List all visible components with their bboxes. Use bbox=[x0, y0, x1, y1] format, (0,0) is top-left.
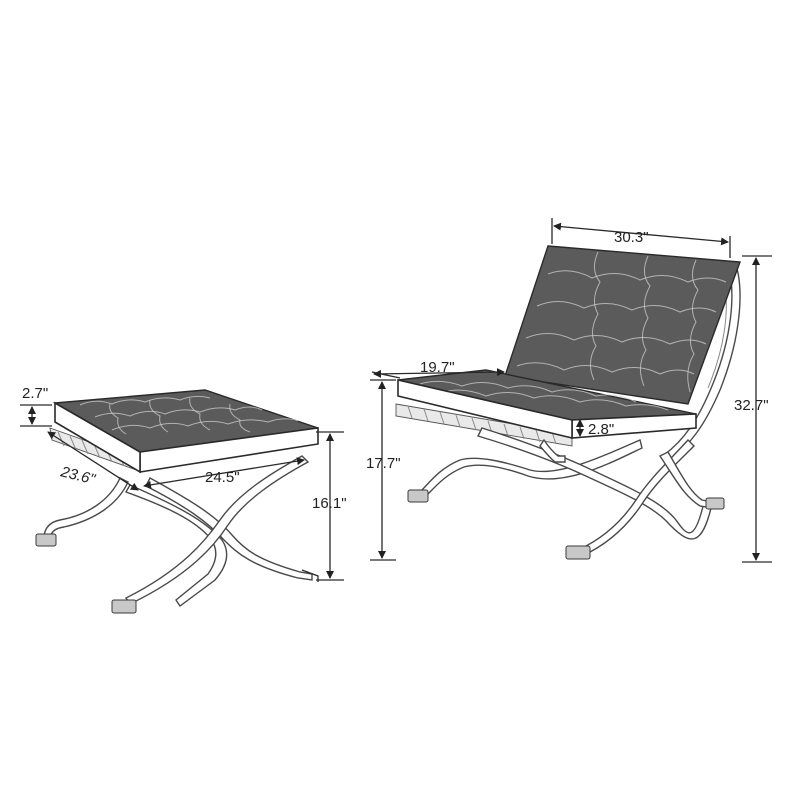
dim-chair-seat-cushion-height: 2.8" bbox=[576, 419, 614, 438]
dim-chair-seat-depth: 19.7" bbox=[371, 359, 505, 379]
chair-straps bbox=[395, 403, 573, 447]
label-ottoman-height: 16.1" bbox=[312, 495, 347, 512]
label-chair-width: 30.3" bbox=[614, 229, 649, 246]
chair-x-frame bbox=[407, 427, 725, 560]
dim-chair-width: 30.3" bbox=[551, 218, 731, 258]
label-chair-seat-depth: 19.7" bbox=[420, 359, 455, 376]
label-chair-seat-cushion-height: 2.8" bbox=[588, 421, 614, 438]
ottoman-x-frame bbox=[35, 455, 319, 614]
label-ottoman-width: 24.5" bbox=[205, 469, 240, 486]
label-ottoman-depth: 23.6" bbox=[58, 463, 97, 488]
chair-seat-left bbox=[397, 378, 573, 440]
label-ottoman-cushion-height: 2.7" bbox=[22, 385, 48, 402]
chair-seat-tufting bbox=[419, 380, 669, 411]
label-chair-seat-height: 17.7" bbox=[366, 455, 401, 472]
chair-back-tufting bbox=[516, 251, 727, 393]
dim-chair-seat-height: 17.7" bbox=[366, 379, 401, 561]
label-chair-total-height: 32.7" bbox=[734, 397, 769, 414]
dim-chair-total-height: 32.7" bbox=[734, 255, 772, 563]
dim-ottoman-width: 24.5" bbox=[143, 457, 305, 489]
chair-drawing: 30.3" 19.7" 2.8" 17.7" 32.7" bbox=[366, 218, 772, 563]
dim-ottoman-cushion-height: 2.7" bbox=[20, 385, 52, 427]
ottoman-tufting bbox=[79, 395, 299, 435]
chair-back-cushion bbox=[504, 245, 741, 405]
dim-ottoman-height: 16.1" bbox=[312, 431, 347, 581]
ottoman-drawing: 2.7" 23.6" 24.5" 16.1" bbox=[20, 385, 347, 614]
